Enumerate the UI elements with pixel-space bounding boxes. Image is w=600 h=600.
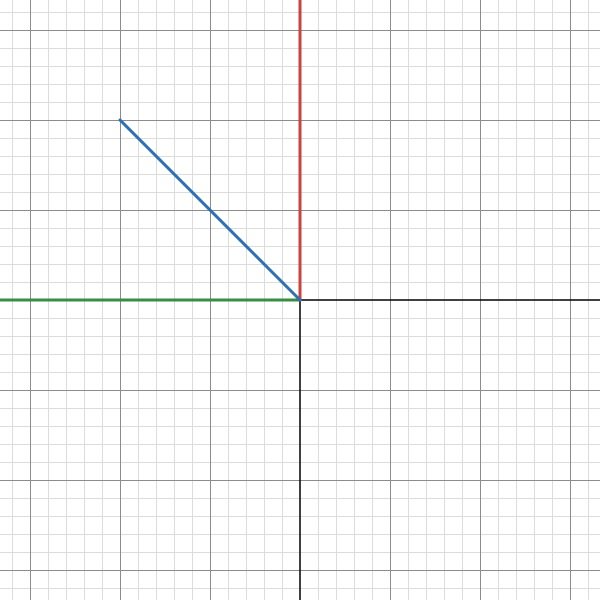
- series-layer: [0, 0, 302, 302]
- series-blue-segment[interactable]: [118, 118, 302, 302]
